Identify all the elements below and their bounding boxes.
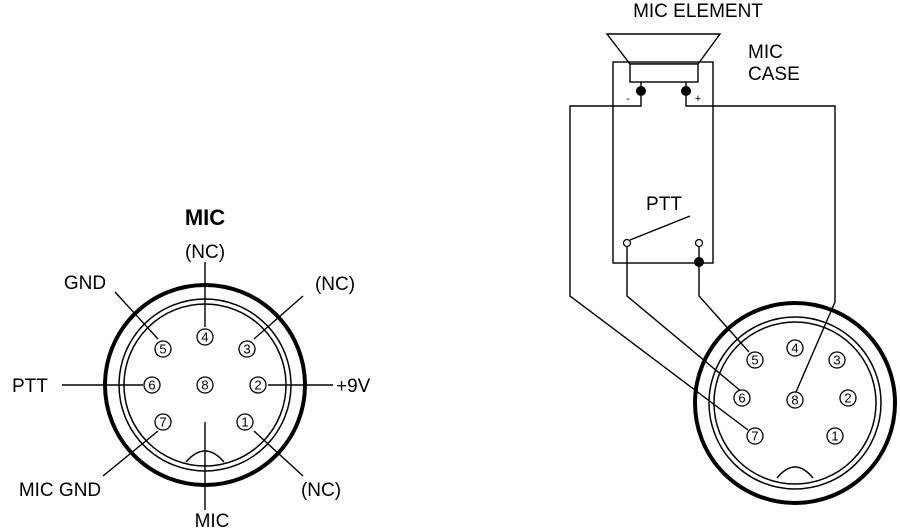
svg-text:4: 4	[791, 341, 798, 356]
label-plus-9v: +9V	[336, 376, 371, 397]
svg-text:3: 3	[833, 353, 840, 368]
left-connector: 4 5 3 6 8 2 7 1 MIC (NC) GND (NC) PTT +9…	[12, 205, 371, 532]
left-pin-2: 2	[250, 377, 266, 393]
left-pin-7: 7	[155, 414, 171, 430]
svg-text:2: 2	[844, 391, 851, 406]
right-pin-2: 2	[840, 390, 856, 406]
label-mic: MIC	[195, 511, 230, 532]
left-title: MIC	[185, 205, 225, 230]
svg-text:8: 8	[791, 393, 798, 408]
svg-text:5: 5	[159, 342, 166, 357]
label-mic-gnd: MIC GND	[19, 480, 101, 501]
svg-text:8: 8	[201, 378, 208, 393]
svg-text:4: 4	[201, 330, 208, 345]
svg-text:5: 5	[751, 353, 758, 368]
right-pin-6: 6	[734, 390, 750, 406]
left-pin-8: 8	[197, 377, 213, 393]
right-pin-5: 5	[747, 352, 763, 368]
mic-element-label: MIC ELEMENT	[633, 1, 763, 22]
svg-text:7: 7	[751, 429, 758, 444]
label-upper-right-nc: (NC)	[315, 274, 355, 295]
left-pin-3: 3	[239, 341, 255, 357]
svg-text:2: 2	[254, 378, 261, 393]
mic-element-minus-terminal	[636, 86, 646, 96]
right-pin-1: 1	[827, 428, 843, 444]
svg-text:1: 1	[241, 415, 248, 430]
svg-text:3: 3	[243, 342, 250, 357]
svg-text:6: 6	[738, 391, 745, 406]
svg-text:7: 7	[159, 415, 166, 430]
left-pin-1: 1	[237, 414, 253, 430]
mic-case-label-line1: MIC	[748, 42, 783, 63]
wire-node-to-pin-5	[699, 262, 749, 352]
right-pin-4: 4	[787, 340, 803, 356]
label-lower-right-nc: (NC)	[301, 480, 341, 501]
label-top-nc: (NC)	[185, 242, 225, 263]
right-connector-key-notch	[777, 467, 813, 478]
right-pin-8: 8	[787, 392, 803, 408]
ptt-contact-right	[696, 240, 703, 247]
plus-sign: +	[695, 93, 701, 105]
mic-case-label-line2: CASE	[748, 64, 800, 85]
mic-element-body	[630, 64, 698, 82]
ptt-switch-lever	[630, 216, 690, 240]
right-schematic: - + PTT 4 5 3 6 8 2 7 1 MIC E	[570, 1, 895, 503]
ptt-label: PTT	[646, 194, 682, 215]
right-pin-3: 3	[829, 352, 845, 368]
minus-sign: -	[626, 93, 630, 105]
label-ptt: PTT	[12, 376, 48, 397]
wire-ptt-to-pin-6	[627, 247, 742, 392]
mic-element-plus-terminal	[681, 86, 691, 96]
svg-text:6: 6	[148, 378, 155, 393]
label-gnd: GND	[64, 273, 106, 294]
svg-text:1: 1	[831, 429, 838, 444]
left-pin-4: 4	[197, 329, 213, 345]
mic-element-horn	[607, 34, 720, 64]
left-pin-6: 6	[144, 377, 160, 393]
right-pin-7: 7	[747, 428, 763, 444]
left-pin-5: 5	[155, 341, 171, 357]
wire-plus-to-pin-8	[686, 96, 835, 392]
ptt-contact-left	[624, 240, 631, 247]
